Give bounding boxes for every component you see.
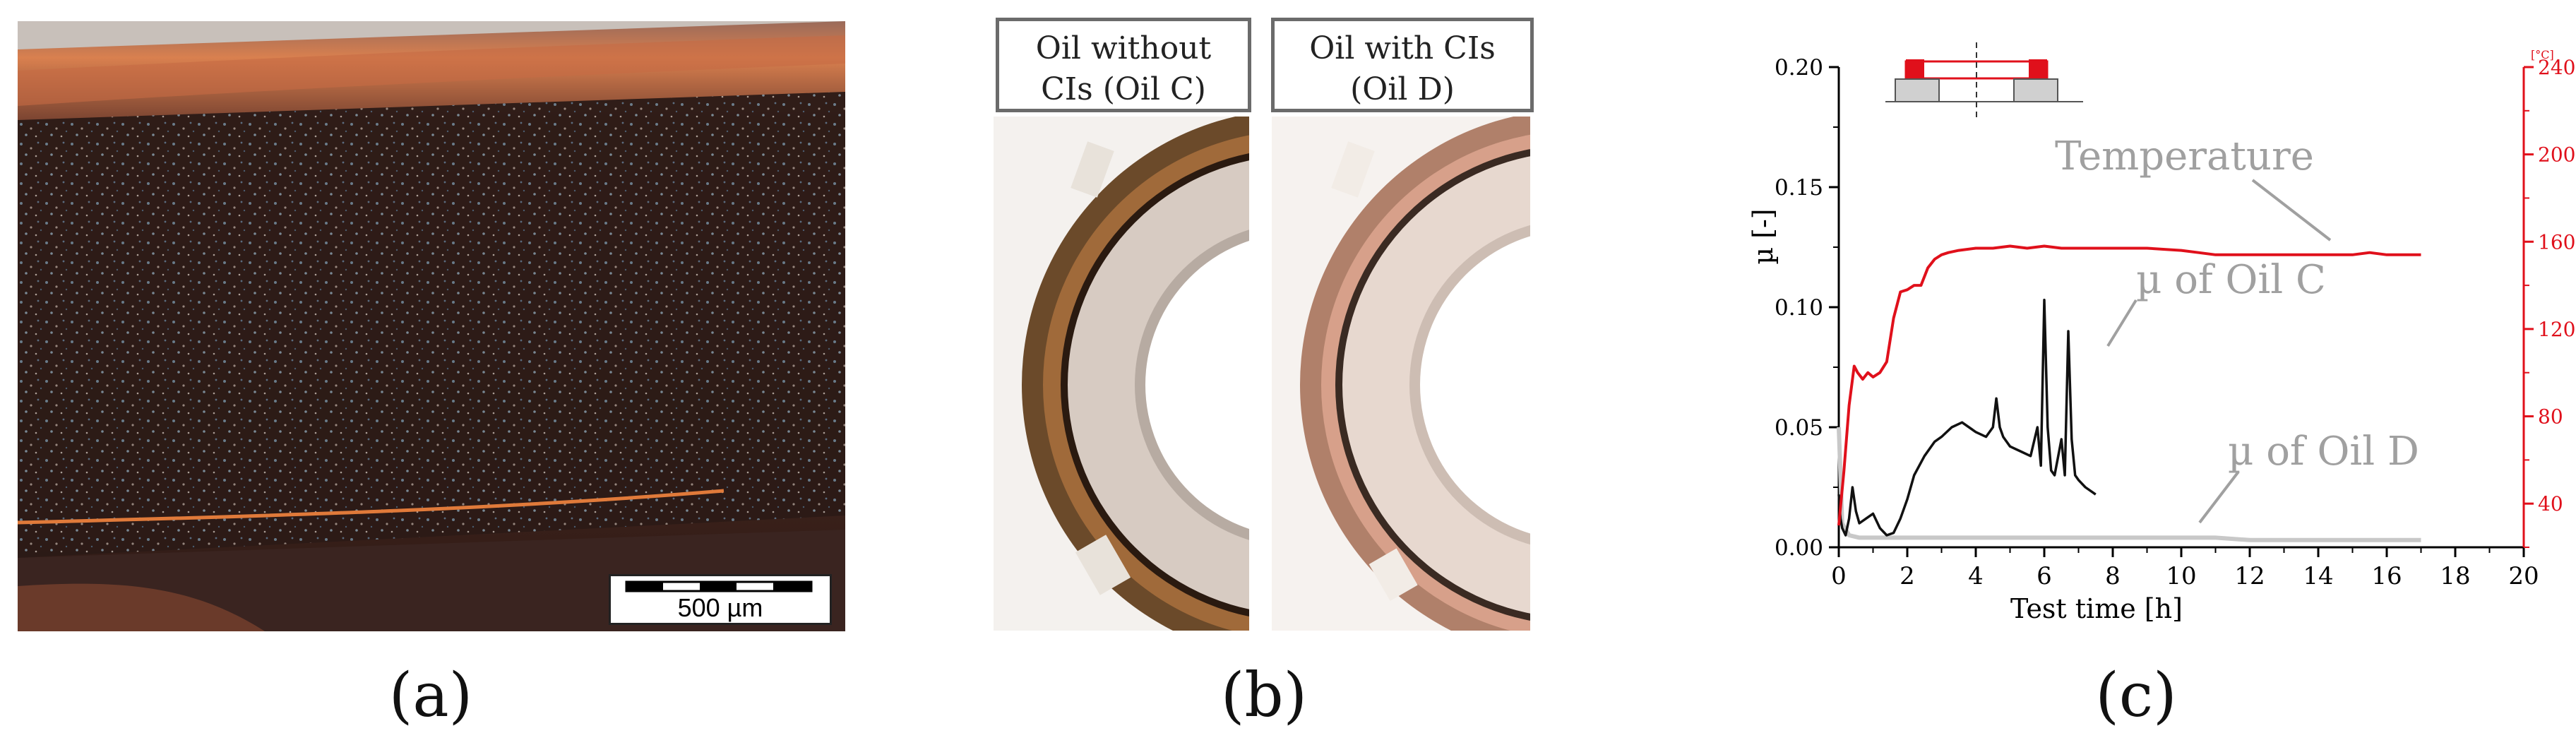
oil-d-friction-line (1837, 427, 2421, 542)
x-tick-label: 2 (1900, 562, 1915, 590)
x-tick-label: 12 (2234, 562, 2265, 590)
friction-chart: 0 2 4 6 8 10 12 14 16 18 20 0.00 0.05 0.10 0.15 0.20 40 8… (1730, 28, 2576, 650)
annotation-oil-d-pointer (2198, 470, 2240, 524)
ring-photo-oil-c (994, 109, 1573, 660)
x-tick-label: 16 (2371, 562, 2402, 590)
panel-c-caption: (c) (2095, 660, 2177, 731)
ring-photo-oil-d-svg (1272, 109, 1851, 660)
annotation-temperature: Temperature (2055, 133, 2314, 179)
x-tick-label: 20 (2508, 562, 2539, 590)
y-tick-label: 0.15 (1775, 175, 1823, 201)
label-oil-with-cis-line2: (Oil D) (1350, 71, 1455, 107)
y2-axis-label: [°C] (2531, 48, 2554, 61)
annotation-oil-c-pointer (2106, 299, 2137, 347)
y-tick-label: 0.05 (1775, 415, 1823, 441)
x-tick-label: 10 (2166, 562, 2196, 590)
y2-tick-label: 160 (2538, 230, 2575, 254)
temperature-line (1837, 244, 2421, 526)
y-tick-label: 0.10 (1775, 295, 1823, 321)
label-oil-without-cis-line1: Oil without (1035, 30, 1212, 66)
y2-tick-label: 80 (2538, 405, 2563, 429)
y-tick-label: 0.00 (1775, 535, 1823, 561)
x-tick-label: 18 (2440, 562, 2470, 590)
y2-tick-label: 120 (2538, 318, 2575, 341)
x-tick-label: 14 (2303, 562, 2333, 590)
scale-bar: 500 µm (609, 574, 832, 625)
x-axis-label: Test time [h] (2010, 593, 2183, 624)
x-tick-label: 0 (1831, 562, 1847, 590)
ring-photo-oil-d (1272, 109, 1851, 660)
y2-tick-label: 200 (2538, 143, 2575, 167)
friction-chart-svg: 0 2 4 6 8 10 12 14 16 18 20 0.00 0.05 0.10 0.15 0.20 40 8… (1748, 42, 2575, 624)
panel-b-caption: (b) (1220, 660, 1308, 731)
y-tick-label: 0.20 (1775, 55, 1823, 81)
annotation-oil-c: µ of Oil C (2136, 257, 2326, 303)
x-tick-label: 4 (1968, 562, 1984, 590)
ring-photo-oil-c-svg (994, 109, 1573, 660)
x-tick-label: 6 (2037, 562, 2052, 590)
scale-bar-graphic (625, 580, 813, 592)
micrograph-image (17, 21, 845, 631)
label-oil-with-cis-line1: Oil with CIs (1309, 30, 1496, 66)
x-tick-label: 8 (2105, 562, 2121, 590)
scale-bar-label: 500 µm (677, 593, 763, 622)
test-rig-schematic-icon (1885, 42, 2083, 120)
label-oil-without-cis-line2: CIs (Oil C) (1041, 71, 1206, 107)
y2-tick-label: 240 (2538, 56, 2575, 79)
y-axis-label: µ [-] (1748, 208, 1779, 264)
y2-tick-label: 40 (2538, 492, 2563, 515)
label-oil-with-cis: Oil with CIs (Oil D) (1271, 18, 1534, 112)
panel-a-caption: (a) (388, 660, 473, 731)
annotation-oil-d: µ of Oil D (2228, 429, 2419, 475)
oil-c-friction-line (1837, 299, 2097, 537)
micrograph-svg (17, 21, 845, 631)
label-oil-without-cis: Oil without CIs (Oil C) (996, 18, 1251, 112)
annotation-temperature-pointer (2251, 179, 2332, 242)
